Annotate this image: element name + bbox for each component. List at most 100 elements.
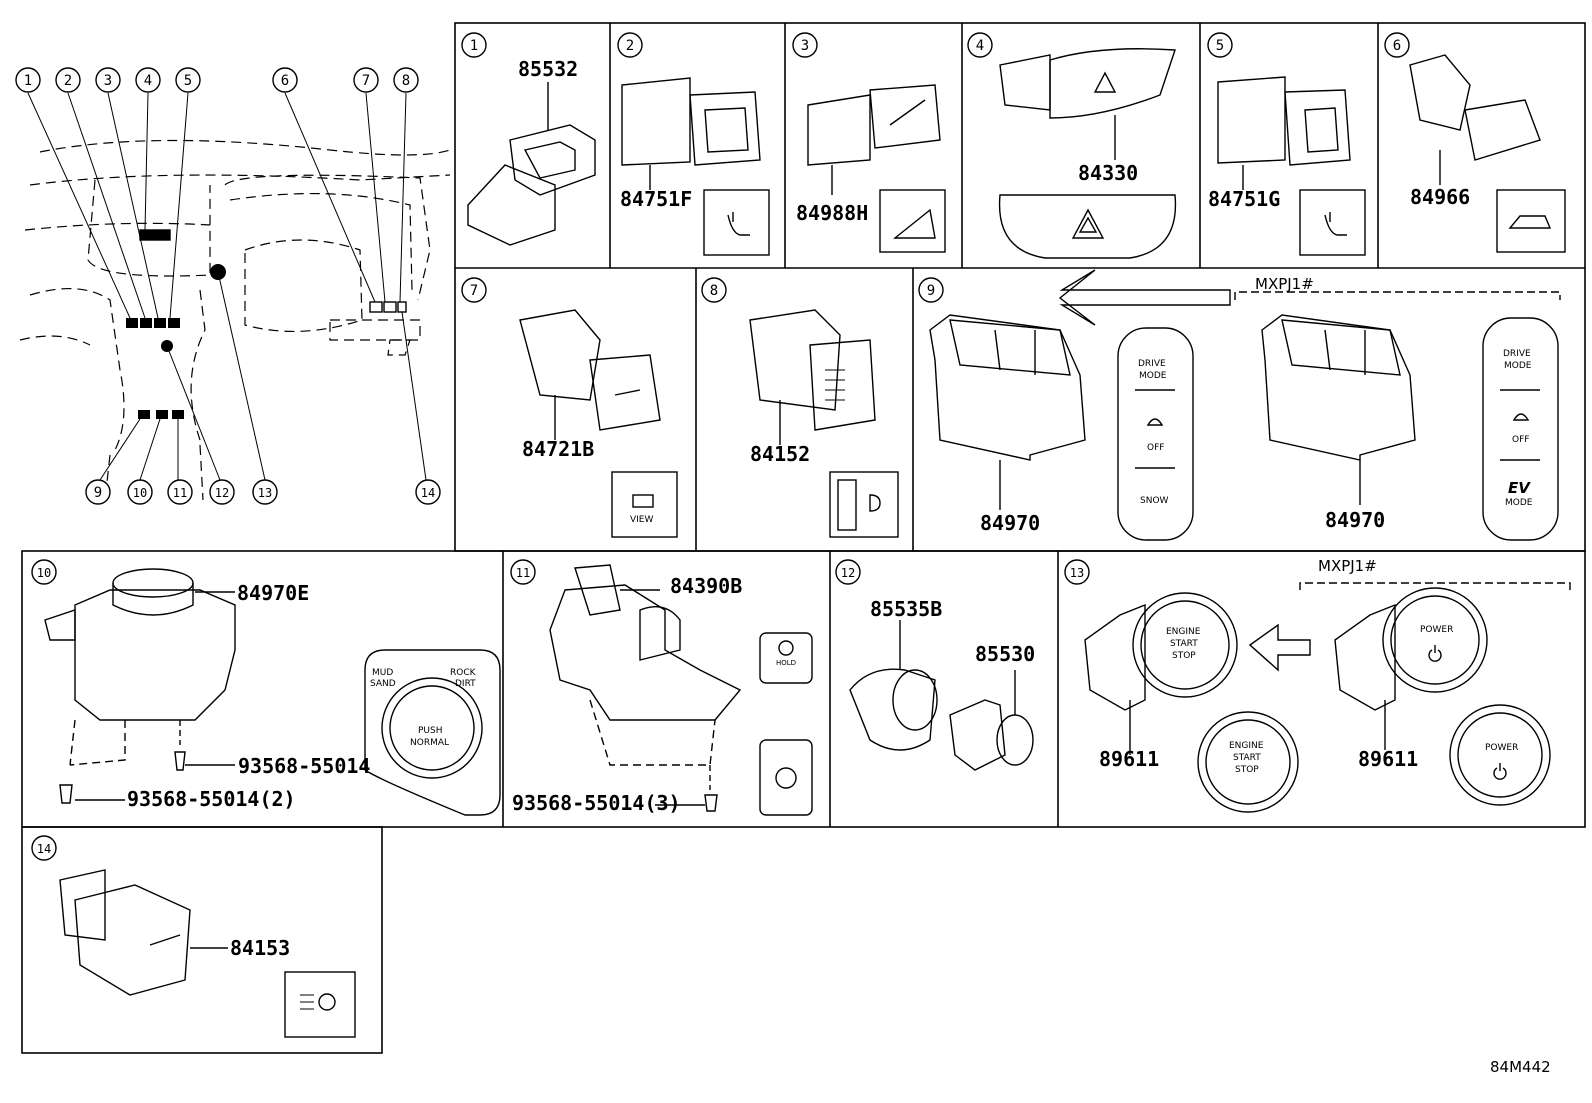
panel-number-1: 1	[461, 32, 487, 58]
overview-callout-14: 14	[415, 479, 441, 505]
panel-number-9: 9	[918, 277, 944, 303]
panel-number-8: 8	[701, 277, 727, 303]
screw-93568-55014-x3: 93568-55014(3)	[512, 791, 681, 815]
panel-number-6: 6	[1384, 32, 1410, 58]
svg-text:9: 9	[927, 283, 935, 299]
overview-callout-1: 1	[15, 67, 41, 93]
svg-text:7: 7	[362, 73, 370, 89]
screw-93568-55014-x2: 93568-55014(2)	[127, 787, 296, 811]
normal-label: NORMAL	[410, 738, 449, 748]
svg-text:13: 13	[1070, 566, 1084, 580]
svg-text:4: 4	[976, 38, 984, 54]
overview-callout-6: 6	[272, 67, 298, 93]
part-number-89611-right: 89611	[1358, 747, 1418, 771]
overview-callout-8: 8	[393, 67, 419, 93]
svg-text:3: 3	[801, 38, 809, 54]
overview-callout-12: 12	[209, 479, 235, 505]
part-number-84751G: 84751G	[1208, 187, 1280, 211]
part-number-85532: 85532	[518, 57, 578, 81]
panel-4-hazard-84330	[998, 48, 1177, 259]
svg-text:13: 13	[258, 486, 272, 500]
panel-number-12: 12	[835, 559, 861, 585]
rock-label: ROCK	[450, 668, 477, 678]
engine-label: ENGINE	[1166, 627, 1201, 637]
part-number-85535B: 85535B	[870, 597, 942, 621]
part-number-84970-left: 84970	[980, 511, 1040, 535]
part-number-84970E: 84970E	[237, 581, 309, 605]
dirt-label: DIRT	[455, 679, 476, 689]
panel-8-switch-84152	[749, 309, 899, 538]
part-number-84751F: 84751F	[620, 187, 692, 211]
part-number-84330: 84330	[1078, 161, 1138, 185]
ev-label: EV	[1508, 479, 1531, 497]
drive-mode-panel-left	[1117, 327, 1194, 541]
panel-number-4: 4	[967, 32, 993, 58]
overview-callout-5: 5	[175, 67, 201, 93]
panel-7-switch-84721B	[519, 309, 678, 538]
svg-text:1: 1	[470, 38, 478, 54]
mode-label-right: MODE	[1504, 361, 1532, 371]
panel-12-sockets	[849, 620, 1034, 771]
panel-10-dial-84970E	[44, 568, 501, 816]
svg-text:10: 10	[133, 486, 147, 500]
power-label: POWER	[1420, 625, 1453, 635]
svg-text:6: 6	[281, 73, 289, 89]
svg-text:5: 5	[184, 73, 192, 89]
svg-text:8: 8	[710, 283, 718, 299]
snow-label: SNOW	[1140, 496, 1169, 506]
panel-5-switch-84751G	[1217, 76, 1366, 256]
panel-11-switch-84390B	[549, 564, 813, 816]
panel-9-drive-mode	[929, 269, 1561, 541]
svg-text:11: 11	[173, 486, 187, 500]
hazard-icon-panel	[998, 194, 1177, 259]
overview-callout-3: 3	[95, 67, 121, 93]
hold-button-icon	[759, 632, 813, 684]
svg-text:2: 2	[64, 73, 72, 89]
arrow-left	[1248, 623, 1311, 672]
brightness-dial-icon	[829, 471, 899, 538]
ev-mode-label: MODE	[1505, 498, 1533, 508]
part-number-84966: 84966	[1410, 185, 1470, 209]
drive-label: DRIVE	[1138, 359, 1166, 369]
svg-text:14: 14	[37, 842, 51, 856]
panel-number-2: 2	[617, 32, 643, 58]
mode-label: MODE	[1139, 371, 1167, 381]
panel-number-10: 10	[31, 559, 57, 585]
svg-text:11: 11	[516, 566, 530, 580]
sand-label: SAND	[370, 679, 396, 689]
panel-number-13: 13	[1064, 559, 1090, 585]
part-number-85530: 85530	[975, 642, 1035, 666]
part-number-84153: 84153	[230, 936, 290, 960]
seat-heater-icon	[1299, 189, 1366, 256]
svg-text:5: 5	[1216, 38, 1224, 54]
part-number-84390B: 84390B	[670, 574, 742, 598]
off-label: OFF	[1147, 443, 1164, 453]
panel-grid	[21, 22, 1586, 1054]
panel-number-3: 3	[792, 32, 818, 58]
part-number-84152: 84152	[750, 442, 810, 466]
part-number-89611-left: 89611	[1099, 747, 1159, 771]
part-number-84970-right: 84970	[1325, 508, 1385, 532]
mud-label: MUD	[372, 668, 393, 678]
svg-text:3: 3	[104, 73, 112, 89]
overview-callout-10: 10	[127, 479, 153, 505]
panel-14-switch-84153	[59, 869, 356, 1038]
auto-light-icon	[284, 971, 356, 1038]
panel-number-5: 5	[1207, 32, 1233, 58]
svg-text:6: 6	[1393, 38, 1401, 54]
panel-number-14: 14	[31, 835, 57, 861]
svg-text:7: 7	[470, 283, 478, 299]
svg-text:1: 1	[24, 73, 32, 89]
start-label-2: START	[1233, 753, 1261, 763]
overview-callout-9: 9	[85, 479, 111, 505]
drive-label-right: DRIVE	[1503, 349, 1531, 359]
svg-text:10: 10	[37, 566, 51, 580]
panel-3-switch-84988H	[807, 84, 946, 253]
seat-heater-icon	[703, 189, 770, 256]
panel-number-11: 11	[510, 559, 536, 585]
diagram-code: 84M442	[1490, 1058, 1551, 1076]
screw-93568-55014: 93568-55014	[238, 754, 370, 778]
panel-number-7: 7	[461, 277, 487, 303]
